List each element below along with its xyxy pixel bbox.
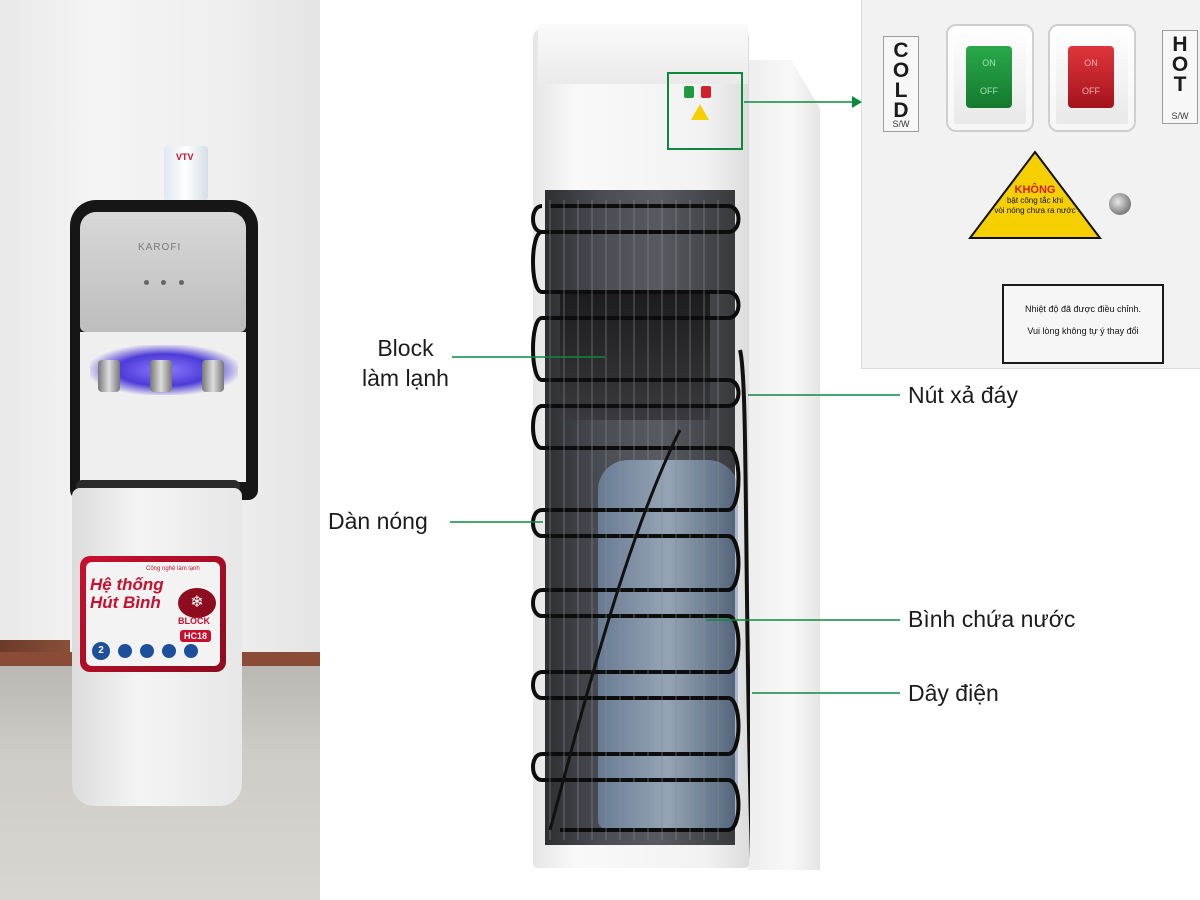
cold-letter-d: D [893, 99, 909, 122]
promo-small-text: Công nghệ làm lạnh [146, 566, 200, 572]
callout-block-line2: làm lạnh [362, 365, 449, 391]
notice-label: Nhiệt độ đã được điều chỉnh. Vui lòng kh… [1002, 284, 1164, 364]
callout-block-line1: Block [377, 335, 434, 361]
promo-model: HC18 [180, 630, 212, 642]
cold-label-plate: C O L D S/W [883, 36, 919, 132]
feature-icon-3 [162, 644, 176, 658]
cold-on-label: ON [982, 58, 996, 68]
callout-day-dien: Dây điện [908, 680, 999, 706]
cup: VTV [164, 146, 208, 202]
dispenser-control-panel: KAROFI [80, 212, 246, 332]
dispenser-side-panel [748, 60, 820, 870]
notice-line-1: Nhiệt độ đã được điều chỉnh. [1025, 304, 1141, 314]
cold-letter-o: O [892, 59, 910, 82]
cold-rocker[interactable]: ON OFF [966, 46, 1012, 108]
callout-nut-xa-day: Nút xả đáy [908, 382, 1018, 408]
feature-icon-4 [184, 644, 198, 658]
warning-text: KHÔNG bật công tắc khi vòi nóng chưa ra … [968, 184, 1102, 216]
promo-sticker: Công nghệ làm lạnh Hệ thống Hút Bình ❄ B… [80, 556, 226, 672]
coil-path [531, 204, 741, 832]
cup-logo: VTV [176, 152, 194, 162]
cold-letter-l: L [894, 79, 908, 102]
arrow-to-zoom-icon [852, 96, 862, 108]
mini-warning-icon [691, 104, 709, 120]
feature-icon-1 [118, 644, 132, 658]
cold-sw-label: S/W [892, 119, 910, 129]
hot-on-label: ON [1084, 58, 1098, 68]
warning-title: KHÔNG [1014, 184, 1056, 196]
hot-letter-t: T [1173, 73, 1187, 96]
tap-right [202, 360, 224, 392]
condenser-coil [531, 200, 750, 860]
drain-hose-path [548, 429, 682, 831]
power-cord-path [738, 349, 750, 860]
left-photo-dispenser-front: VTV KAROFI Công nghệ làm lạnh Hệ thống H… [0, 0, 320, 900]
cold-switch[interactable]: ON OFF [946, 24, 1034, 132]
brand-logo: KAROFI [138, 242, 182, 253]
promo-badge: 2 [92, 642, 110, 660]
snowflake-icon: ❄ [178, 588, 216, 618]
cold-letter-c: C [893, 39, 909, 62]
notice-line-2: Vui lòng không tự ý thay đổi [1027, 326, 1139, 336]
hot-switch[interactable]: ON OFF [1048, 24, 1136, 132]
promo-tag: BLOCK [178, 616, 210, 626]
hot-letter-h: H [1172, 33, 1188, 56]
cold-off-label: OFF [980, 86, 998, 96]
feature-icon-2 [140, 644, 154, 658]
cooling-block [560, 290, 710, 420]
mini-cold-switch [684, 86, 694, 98]
mini-hot-switch [701, 86, 711, 98]
promo-title-1: Hệ thống [90, 575, 164, 594]
switch-area-highlight [667, 72, 743, 150]
hot-rocker[interactable]: ON OFF [1068, 46, 1114, 108]
warning-line-2: vòi nóng chưa ra nước [994, 206, 1076, 215]
callout-block: Block làm lạnh [362, 333, 449, 393]
hot-off-label: OFF [1082, 86, 1100, 96]
callout-dan-nong: Dàn nóng [328, 508, 428, 534]
hot-sw-label: S/W [1171, 111, 1189, 121]
dispenser-rear-top [538, 24, 748, 84]
screw-icon [1109, 193, 1131, 215]
hot-letter-o: O [1171, 53, 1189, 76]
warning-triangle [968, 150, 1102, 239]
callout-binh-chua-nuoc: Bình chứa nước [908, 606, 1076, 632]
tap-middle [150, 360, 172, 392]
indicator-dots [144, 272, 184, 285]
promo-title-2: Hút Bình [90, 593, 161, 612]
tap-left [98, 360, 120, 392]
warning-line-1: bật công tắc khi [1006, 196, 1064, 205]
water-tank [598, 460, 738, 830]
hot-label-plate: H O T S/W [1162, 30, 1198, 124]
